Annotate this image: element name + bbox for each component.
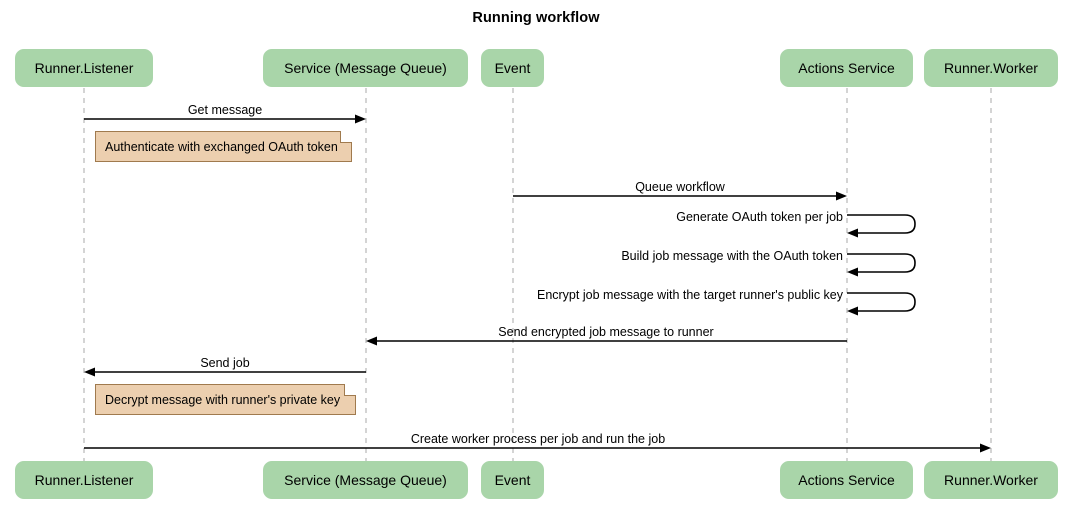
participant-runner-listener-bottom[interactable]: Runner.Listener xyxy=(15,461,153,499)
participant-event-bottom[interactable]: Event xyxy=(481,461,544,499)
participant-label: Event xyxy=(494,60,531,76)
message-label-create-worker-process-per-job-and-run-the-job: Create worker process per job and run th… xyxy=(410,432,666,446)
message-encrypt-job-message-with-the-target-runners-public-key[interactable] xyxy=(847,292,916,316)
participant-runner-listener-top[interactable]: Runner.Listener xyxy=(15,49,153,87)
lifelines-group xyxy=(83,88,992,461)
message-send-job[interactable] xyxy=(84,367,366,377)
participant-runner-worker-top[interactable]: Runner.Worker xyxy=(924,49,1058,87)
participant-label: Runner.Worker xyxy=(944,472,1038,488)
note-authenticate-with-exchanged-oauth-token: Authenticate with exchanged OAuth token xyxy=(95,131,352,162)
message-label-send-encrypted-job-message-to-runner: Send encrypted job message to runner xyxy=(498,325,714,339)
message-queue-workflow[interactable] xyxy=(513,191,847,201)
note-fold-corner-icon xyxy=(344,384,356,396)
participant-actions-service-top[interactable]: Actions Service xyxy=(780,49,913,87)
participant-event-top[interactable]: Event xyxy=(481,49,544,87)
participant-label: Service (Message Queue) xyxy=(284,472,447,488)
message-label-generate-oauth-token-per-job: Generate OAuth token per job xyxy=(676,210,843,224)
participant-label: Runner.Listener xyxy=(34,60,134,76)
participant-service-message-queue-bottom[interactable]: Service (Message Queue) xyxy=(263,461,468,499)
message-get-message[interactable] xyxy=(84,114,366,124)
participant-service-message-queue-top[interactable]: Service (Message Queue) xyxy=(263,49,468,87)
message-label-queue-workflow: Queue workflow xyxy=(635,180,725,194)
participant-label: Actions Service xyxy=(798,472,895,488)
participant-label: Runner.Listener xyxy=(34,472,134,488)
participant-label: Event xyxy=(494,472,531,488)
page-title: Running workflow xyxy=(472,10,600,26)
message-label-send-job: Send job xyxy=(200,356,250,370)
participant-runner-worker-bottom[interactable]: Runner.Worker xyxy=(924,461,1058,499)
message-label-get-message: Get message xyxy=(187,103,263,117)
message-send-encrypted-job-message-to-runner[interactable] xyxy=(366,336,847,346)
note-decrypt-message-with-runners-private-key: Decrypt message with runner's private ke… xyxy=(95,384,356,415)
note-fold-corner-icon xyxy=(340,131,352,143)
message-generate-oauth-token-per-job[interactable] xyxy=(847,214,916,238)
participant-label: Actions Service xyxy=(798,60,895,76)
message-create-worker-process-per-job-and-run-the-job[interactable] xyxy=(84,443,991,453)
participant-label: Service (Message Queue) xyxy=(284,60,447,76)
message-build-job-message-with-the-oauth-token[interactable] xyxy=(847,253,916,277)
message-label-build-job-message-with-the-oauth-token: Build job message with the OAuth token xyxy=(621,249,843,263)
messages-group xyxy=(84,114,991,453)
participant-actions-service-bottom[interactable]: Actions Service xyxy=(780,461,913,499)
note-text: Authenticate with exchanged OAuth token xyxy=(105,139,338,154)
message-label-encrypt-job-message-with-the-target-runners-public-key: Encrypt job message with the target runn… xyxy=(536,288,843,302)
note-text: Decrypt message with runner's private ke… xyxy=(105,392,341,407)
participant-label: Runner.Worker xyxy=(944,60,1038,76)
